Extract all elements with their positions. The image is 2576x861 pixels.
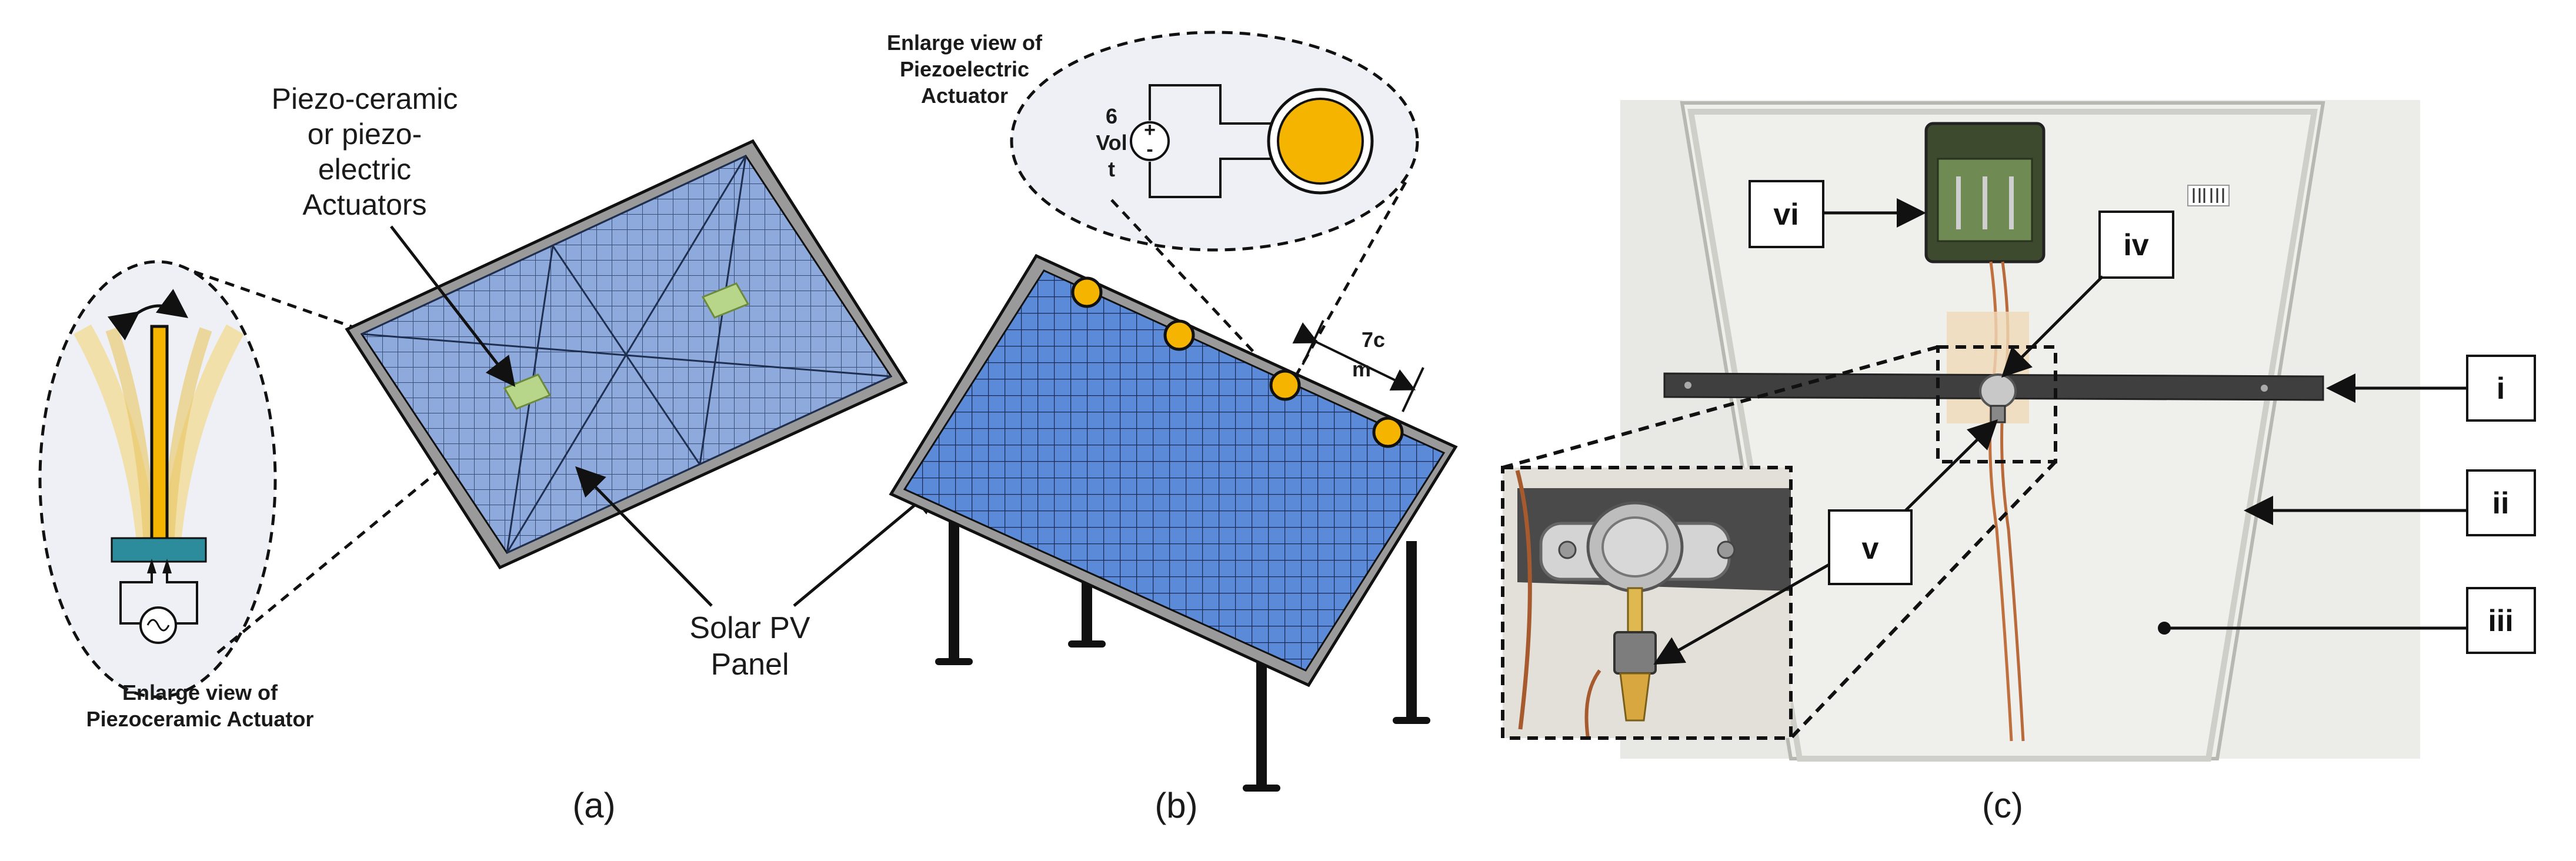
panel-c: vi iv i ii iii v (c <box>1501 100 2536 825</box>
label-v-arrow-photo <box>1904 419 1998 512</box>
inset-nut <box>1613 631 1657 675</box>
panel-b-feet <box>935 640 1430 792</box>
inset-screw-left <box>1558 540 1577 559</box>
zoom-line-b-left <box>1110 199 1280 381</box>
ac-wave-icon <box>146 619 170 632</box>
panel-b-actuators <box>1071 276 1404 448</box>
bar-hole-right <box>2261 385 2268 392</box>
panel-b: Enlarge view of Piezoelectric Actuator +… <box>887 31 1458 825</box>
label-v-box <box>1828 509 1913 585</box>
panel-a: Piezo-ceramic or piezo- electric Actuato… <box>38 82 940 825</box>
piezo-patch-right <box>701 282 750 319</box>
panel-pointer-arrow-b <box>793 484 940 607</box>
label-v: v <box>1653 419 1998 665</box>
actuator-circuit-wires <box>1149 84 1273 198</box>
dc-minus-icon: - <box>1146 138 1153 161</box>
enlarge-caption-b-line2: Piezoelectric <box>900 57 1029 81</box>
actuator-base <box>111 537 207 563</box>
voltage-label-line1: 6 <box>1106 104 1117 128</box>
label-iii-box <box>2466 587 2536 654</box>
piezoelectric-enlarge-bubble <box>1010 31 1419 252</box>
piezo-disc-inner <box>1277 98 1364 185</box>
dimension-label-line1: 7c <box>1362 328 1385 352</box>
label-v-arrow-inset <box>1653 563 1830 665</box>
inset-border <box>1501 466 1793 740</box>
solar-panel-label-line2: Panel <box>711 648 789 682</box>
wire-arrow-left <box>147 559 156 573</box>
actuator-pointer-arrow <box>390 225 516 387</box>
dimension-label-line2: m <box>1352 357 1371 381</box>
label-v-text: v <box>1862 532 1879 566</box>
label-iv-box <box>2098 211 2174 279</box>
label-i: i <box>2326 355 2536 422</box>
label-iv-arrow <box>2001 275 2104 378</box>
panel-actuator-3 <box>1269 369 1301 401</box>
tape-patch <box>1947 312 2029 423</box>
piezo-patch-left <box>503 373 552 410</box>
enlarge-caption-b-line3: Actuator <box>921 84 1008 108</box>
dc-plus-icon: + <box>1144 119 1156 141</box>
inset-clamp-ring <box>1601 516 1669 578</box>
beam-ghost-left2 <box>105 327 156 548</box>
caption-a: (a) <box>572 786 615 825</box>
label-iv-text: iv <box>2123 228 2148 262</box>
caption-b: (b) <box>1154 786 1197 825</box>
zoom-line-c-top <box>1502 345 1938 469</box>
zoom-line-c-bottom <box>1789 460 2057 740</box>
motion-arrow-icon <box>107 289 189 341</box>
label-ii-text: ii <box>2492 486 2510 520</box>
label-ii: ii <box>2244 469 2536 536</box>
panel-pointer-arrow-a <box>575 466 713 607</box>
actuator-label-line1: Piezo-ceramic <box>272 82 458 115</box>
label-vi-text: vi <box>1773 198 1798 232</box>
solar-panel-label-line1: Solar PV <box>689 611 810 645</box>
beam-ghost-right2 <box>161 327 212 548</box>
solar-panel-cells-b <box>903 269 1446 672</box>
panel-actuator-1 <box>1071 276 1103 308</box>
label-vi: vi <box>1749 180 1926 248</box>
label-vi-box <box>1749 180 1824 248</box>
panel-b-legs <box>949 518 1417 788</box>
wire-arrow-right <box>162 559 172 573</box>
label-ii-box <box>2466 469 2536 536</box>
barcode-sticker <box>2187 185 2230 206</box>
voltage-label-line3: t <box>1108 157 1115 181</box>
label-i-text: i <box>2497 372 2505 406</box>
label-iii-dot <box>2158 622 2171 635</box>
zoom-selection-box <box>1936 345 2057 463</box>
drive-wires <box>119 565 198 625</box>
voltage-label-line2: Vol <box>1096 131 1127 155</box>
panel-actuator-4 <box>1372 416 1404 448</box>
dimension-tick-left <box>1302 320 1324 365</box>
panel-actuator-2 <box>1163 319 1195 351</box>
actuator-label-line3: electric <box>318 153 411 186</box>
enlarge-caption-a-line2: Piezoceramic Actuator <box>86 707 314 731</box>
label-iii-text: iii <box>2488 604 2513 638</box>
caption-c: (c) <box>1982 786 2023 825</box>
photo-wall-right <box>2211 100 2420 759</box>
bar-hole-left <box>1684 382 1691 389</box>
barcode-icon <box>2193 188 2224 203</box>
actuator-label-line2: or piezo- <box>308 118 422 151</box>
inset-cable-2 <box>1584 669 1601 739</box>
inset-tip <box>1619 672 1651 722</box>
inset-cable <box>1515 470 1532 730</box>
enlarge-caption-b-line1: Enlarge view of <box>887 31 1043 55</box>
label-iv: iv <box>2001 211 2174 378</box>
piezoceramic-beam <box>150 325 169 558</box>
dc-source-icon <box>1130 121 1170 161</box>
enlarge-caption-a-line1: Enlarge view of <box>122 680 278 705</box>
dimension-tick-right <box>1402 367 1424 412</box>
dimension-line <box>1292 322 1416 391</box>
actuator-label-line4: Actuators <box>302 188 426 221</box>
inset-screw-right <box>1717 540 1736 559</box>
clamp-nut <box>1990 405 2006 423</box>
clamp-on-bar <box>1979 373 2017 409</box>
label-iii: iii <box>2158 587 2536 654</box>
inset-stem <box>1627 587 1643 633</box>
